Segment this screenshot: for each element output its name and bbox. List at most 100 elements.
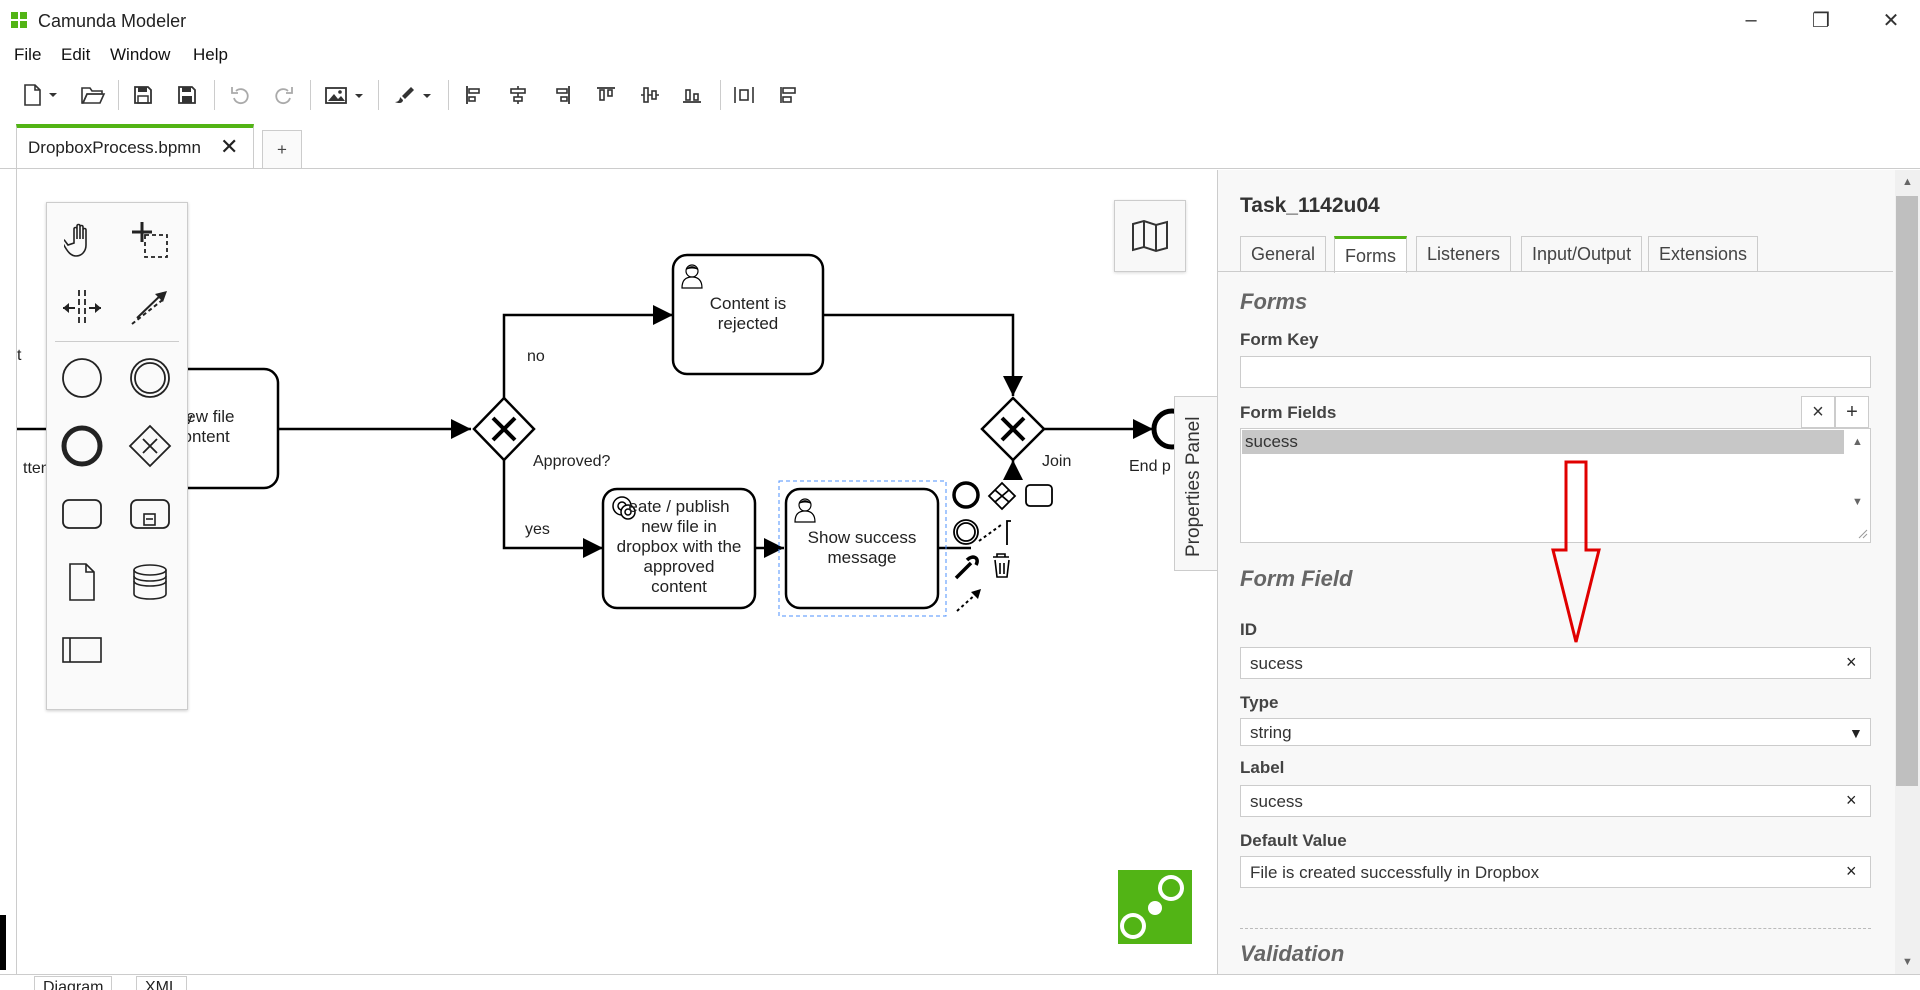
user-task-icon — [681, 264, 703, 289]
tab-forms[interactable]: Forms — [1334, 236, 1407, 273]
default-value-label: Default Value — [1240, 831, 1347, 850]
user-task-icon — [794, 498, 816, 523]
left-cut-label: tten — [23, 460, 50, 477]
scroll-down-icon[interactable]: ▼ — [1902, 956, 1913, 968]
task-content-rejected — [671, 253, 825, 376]
space-tool-icon[interactable] — [57, 283, 107, 333]
tab-extensions[interactable]: Extensions — [1648, 236, 1759, 272]
task-create-label: eate / publish new file in dropbox with … — [616, 497, 742, 596]
tab-listeners[interactable]: Listeners — [1416, 236, 1512, 272]
toolbar-separator — [214, 80, 215, 110]
distribute-vertical-icon[interactable] — [773, 80, 803, 110]
menu-file[interactable]: File — [14, 45, 42, 64]
distribute-horizontal-icon[interactable] — [729, 80, 759, 110]
end-event-icon[interactable] — [57, 421, 107, 471]
resize-handle-icon[interactable] — [1856, 526, 1868, 539]
scroll-up-icon[interactable]: ▲ — [1902, 176, 1913, 188]
new-tab-button[interactable]: + — [262, 130, 302, 169]
tab-close-icon[interactable]: ✕ — [220, 134, 239, 159]
default-value-input[interactable]: File is created successfully in Dropbox — [1240, 856, 1871, 888]
tab-dropbox-process[interactable] — [16, 124, 254, 169]
hand-tool-icon[interactable] — [57, 215, 107, 265]
data-object-icon[interactable] — [57, 557, 107, 607]
save-icon[interactable] — [128, 80, 158, 110]
minimap-toggle-button[interactable] — [1114, 200, 1186, 272]
type-select[interactable]: string — [1240, 718, 1871, 746]
properties-panel — [1217, 170, 1895, 974]
export-image-icon[interactable] — [322, 80, 368, 110]
redo-icon[interactable] — [268, 80, 298, 110]
left-edge-marker — [0, 915, 6, 970]
align-top-icon[interactable] — [591, 80, 621, 110]
start-event-icon[interactable] — [57, 353, 107, 403]
gateway-icon[interactable] — [125, 421, 175, 471]
list-scroll-up-icon[interactable]: ▲ — [1852, 436, 1863, 448]
bottom-tab-bar — [0, 974, 1920, 988]
clear-label-icon[interactable]: × — [1846, 790, 1857, 810]
toolbar-separator — [118, 80, 119, 110]
form-field-list-item[interactable]: sucess — [1242, 430, 1844, 454]
subprocess-icon[interactable] — [125, 489, 175, 539]
clear-id-icon[interactable]: × — [1846, 652, 1857, 672]
properties-panel-toggle[interactable]: Properties Panel — [1174, 396, 1217, 571]
gateway-join — [980, 396, 1046, 462]
menu-edit[interactable]: Edit — [61, 45, 91, 64]
align-middle-icon[interactable] — [635, 80, 665, 110]
scrollbar-thumb[interactable] — [1896, 196, 1918, 786]
toolbar — [0, 72, 1920, 120]
tab-diagram[interactable]: Diagram — [34, 976, 113, 990]
save-as-icon[interactable] — [172, 80, 202, 110]
toolbar-separator — [448, 80, 449, 110]
sequence-flow — [502, 460, 603, 558]
clear-default-value-icon[interactable]: × — [1846, 861, 1857, 881]
toolbar-separator — [310, 80, 311, 110]
append-intermediate-event-icon — [956, 522, 976, 542]
menu-help[interactable]: Help — [193, 45, 228, 64]
add-form-field-button[interactable]: + — [1835, 396, 1869, 428]
section-divider — [1240, 928, 1871, 929]
remove-form-field-button[interactable]: × — [1801, 396, 1835, 428]
diagram-canvas[interactable]: v — [16, 169, 1216, 974]
lasso-tool-icon[interactable] — [125, 215, 175, 265]
camunda-logo-icon — [11, 12, 29, 30]
close-window-button[interactable]: ✕ — [1882, 9, 1900, 32]
align-left-icon[interactable] — [459, 80, 489, 110]
title-bar — [0, 0, 1920, 40]
tab-input-output[interactable]: Input/Output — [1521, 236, 1643, 272]
tool-palette — [46, 202, 188, 710]
form-key-input[interactable] — [1240, 356, 1871, 388]
append-gateway-icon — [987, 481, 1017, 511]
end-event-label: End p — [1129, 458, 1171, 475]
align-right-icon[interactable] — [547, 80, 577, 110]
task-icon[interactable] — [57, 489, 107, 539]
pool-icon[interactable] — [57, 625, 107, 675]
panel-tabs-divider — [1218, 271, 1893, 272]
data-store-icon[interactable] — [125, 557, 175, 607]
task-rejected-label: Content is rejected — [709, 294, 787, 333]
minimize-button[interactable]: – — [1745, 8, 1757, 31]
label-input[interactable]: sucess — [1240, 785, 1871, 817]
restore-button[interactable]: ❐ — [1812, 9, 1830, 32]
tab-general[interactable]: General — [1240, 236, 1327, 272]
append-end-event-icon — [952, 481, 980, 509]
palette-separator — [55, 341, 179, 342]
align-bottom-icon[interactable] — [677, 80, 707, 110]
new-file-icon[interactable] — [18, 80, 60, 110]
tab-xml[interactable]: XML — [136, 976, 187, 990]
color-brush-icon[interactable] — [390, 80, 436, 110]
tab-label: DropboxProcess.bpmn — [28, 138, 201, 157]
id-input[interactable]: sucess — [1240, 647, 1871, 679]
left-cut-label: t — [17, 347, 22, 364]
window-title: Camunda Modeler — [38, 11, 187, 31]
global-connect-tool-icon[interactable] — [125, 283, 175, 333]
selection-outline — [778, 480, 947, 617]
align-center-icon[interactable] — [503, 80, 533, 110]
undo-icon[interactable] — [226, 80, 256, 110]
panel-title: Task_1142u04 — [1240, 194, 1380, 217]
list-scroll-down-icon[interactable]: ▼ — [1852, 496, 1863, 508]
intermediate-event-icon[interactable] — [125, 353, 175, 403]
wrench-icon — [954, 555, 979, 580]
open-file-icon[interactable] — [78, 80, 108, 110]
menu-window[interactable]: Window — [110, 45, 171, 64]
chevron-down-icon[interactable]: ▼ — [1849, 725, 1863, 741]
